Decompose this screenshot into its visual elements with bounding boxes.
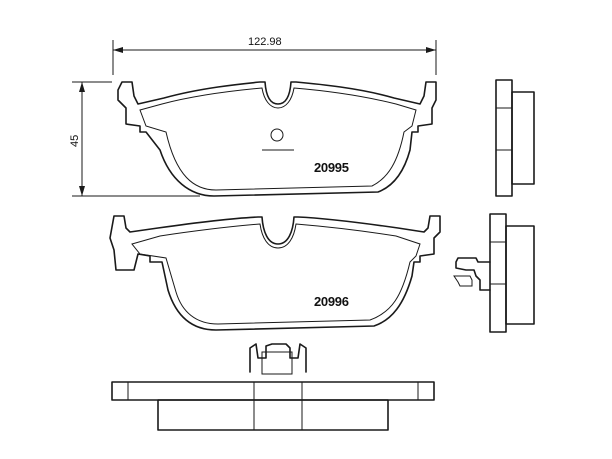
side-view-pad-20996: [453, 213, 535, 333]
height-dimension: 45: [69, 81, 200, 197]
width-dimension: 122.98: [112, 36, 437, 75]
brake-pad-20995: 20995: [117, 81, 437, 197]
top-view-pads: [111, 343, 435, 431]
width-dimension-label: 122.98: [248, 36, 282, 48]
part-number-20996: 20996: [314, 294, 349, 309]
height-dimension-label: 45: [69, 135, 81, 147]
side-view-pad-20995: [495, 79, 535, 197]
brake-pad-20996: 20996: [109, 215, 441, 331]
part-number-20995: 20995: [314, 160, 349, 175]
